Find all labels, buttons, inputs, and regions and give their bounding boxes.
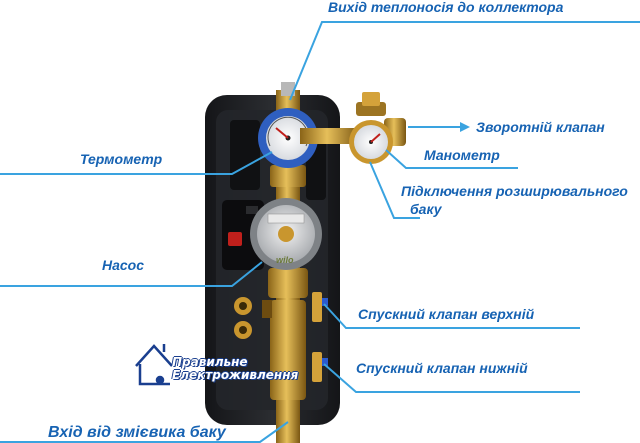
label-manometer: Манометр bbox=[424, 147, 500, 163]
leader-inlet bbox=[0, 421, 289, 443]
label-outlet: Вихід теплоносія до коллектора bbox=[328, 0, 564, 15]
label-thermometer: Термометр bbox=[80, 151, 163, 167]
side-fittings bbox=[234, 292, 328, 382]
label-expansion-line1: Підключення розширювального bbox=[401, 183, 628, 199]
label-drain-upper: Спускний клапан верхній bbox=[358, 306, 535, 322]
label-expansion-line2: баку bbox=[410, 201, 442, 217]
logo-line1: Правильне bbox=[172, 355, 248, 369]
label-inlet: Вхід від змієвика баку bbox=[48, 424, 226, 441]
inlet-fitting bbox=[276, 400, 300, 443]
label-pump: Насос bbox=[102, 257, 145, 273]
check-valve-arrow bbox=[408, 122, 470, 132]
manometer-gauge bbox=[349, 120, 393, 164]
logo-house-icon bbox=[135, 344, 173, 386]
leader-expansion bbox=[369, 161, 420, 219]
label-check-valve: Зворотній клапан bbox=[476, 119, 605, 135]
leader-drain-lower bbox=[323, 363, 580, 393]
leader-pump bbox=[0, 261, 263, 287]
pump-motor-box bbox=[222, 200, 264, 270]
logo-watermark: Правильне Електроживлення bbox=[172, 356, 298, 382]
thermometer-gauge bbox=[258, 108, 318, 168]
leader-drain-upper bbox=[323, 303, 580, 329]
circulation-pump bbox=[250, 198, 322, 270]
leader-lines bbox=[0, 21, 640, 443]
outlet-fitting bbox=[281, 82, 295, 96]
leader-outlet bbox=[289, 21, 640, 101]
leader-manometer bbox=[385, 149, 518, 169]
leader-thermometer bbox=[0, 151, 273, 175]
pump-brand-text: wilo bbox=[276, 255, 294, 265]
label-drain-lower: Спускний клапан нижній bbox=[356, 360, 528, 376]
logo-line2: Електроживлення bbox=[172, 368, 299, 382]
